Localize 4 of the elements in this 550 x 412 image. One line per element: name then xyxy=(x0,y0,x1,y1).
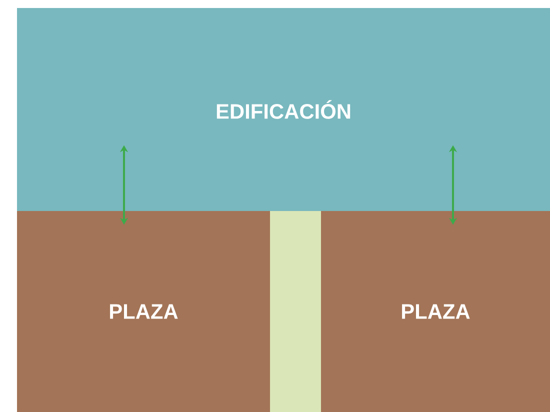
plaza-area: PLAZA xyxy=(17,211,270,412)
building-area: EDIFICACIÓN xyxy=(17,8,550,211)
walkway-strip xyxy=(270,211,321,412)
plaza-area: PLAZA xyxy=(321,211,550,412)
